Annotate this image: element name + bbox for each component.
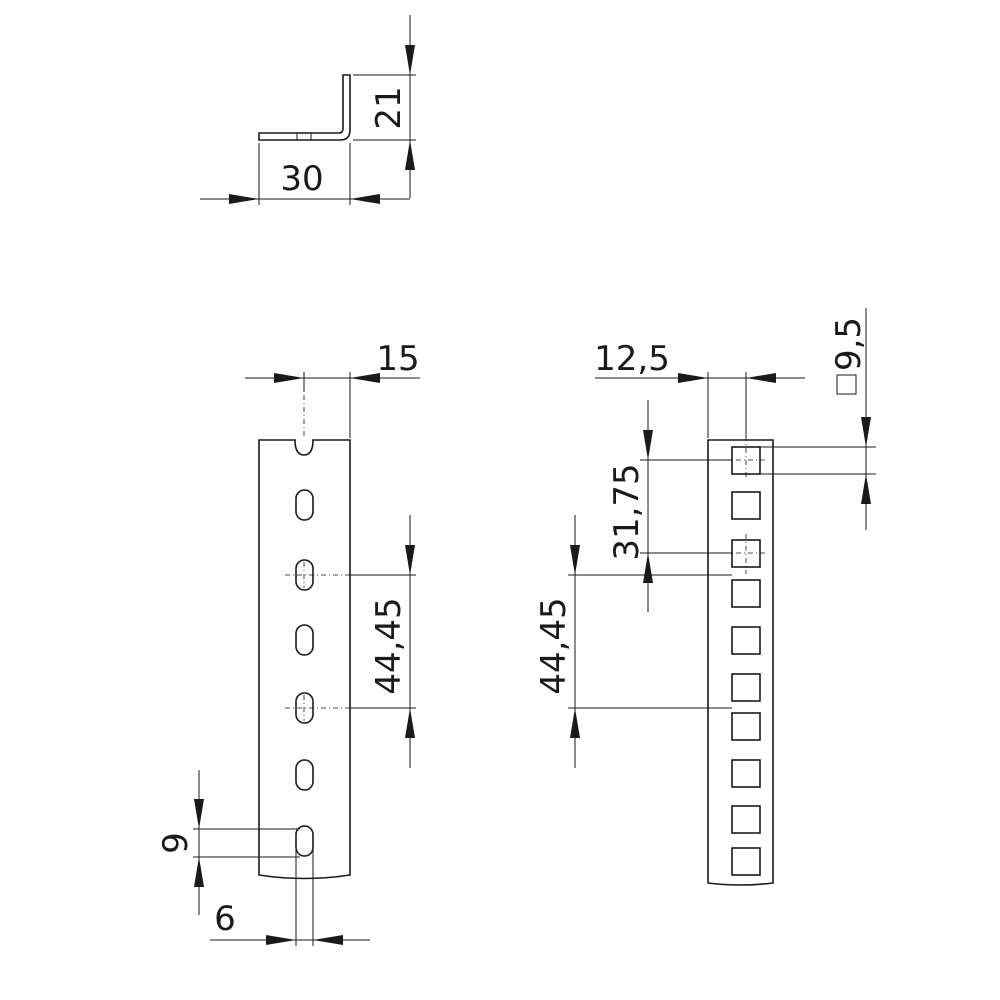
profile-view: 30 21 bbox=[200, 15, 416, 205]
square-hole bbox=[731, 847, 761, 876]
front-pitch-dim: 44,45 bbox=[369, 597, 409, 694]
oval-slot bbox=[295, 825, 314, 857]
square-hole bbox=[731, 626, 761, 655]
square-hole bbox=[731, 491, 761, 520]
square-hole bbox=[731, 759, 761, 788]
profile-height-dim: 21 bbox=[369, 86, 409, 129]
oval-slot bbox=[295, 624, 314, 656]
oval-slot bbox=[295, 489, 314, 521]
square-hole bbox=[731, 712, 761, 741]
first-pitch-dim: 31,75 bbox=[607, 463, 647, 560]
square-hole bbox=[731, 673, 761, 702]
angle-profile bbox=[258, 74, 351, 141]
side-pitch-dim: 44,45 bbox=[534, 597, 574, 694]
square-size-dim: 9,5 bbox=[829, 317, 869, 371]
side-view: 12,5 9,5 31,75 44,45 bbox=[534, 308, 876, 886]
side-offset-dim: 12,5 bbox=[594, 339, 670, 379]
square-hole bbox=[731, 579, 761, 608]
slotted-strip bbox=[258, 439, 351, 880]
front-view: 15 44,45 9 6 bbox=[156, 339, 420, 946]
profile-width-dim: 30 bbox=[280, 159, 323, 199]
square-symbol-icon bbox=[836, 374, 857, 395]
square-hole bbox=[731, 805, 761, 834]
slot-width-dim: 6 bbox=[214, 899, 236, 939]
strip-width-dim: 15 bbox=[376, 339, 419, 379]
oval-slot bbox=[295, 759, 314, 791]
slot-height-dim: 9 bbox=[156, 832, 196, 854]
